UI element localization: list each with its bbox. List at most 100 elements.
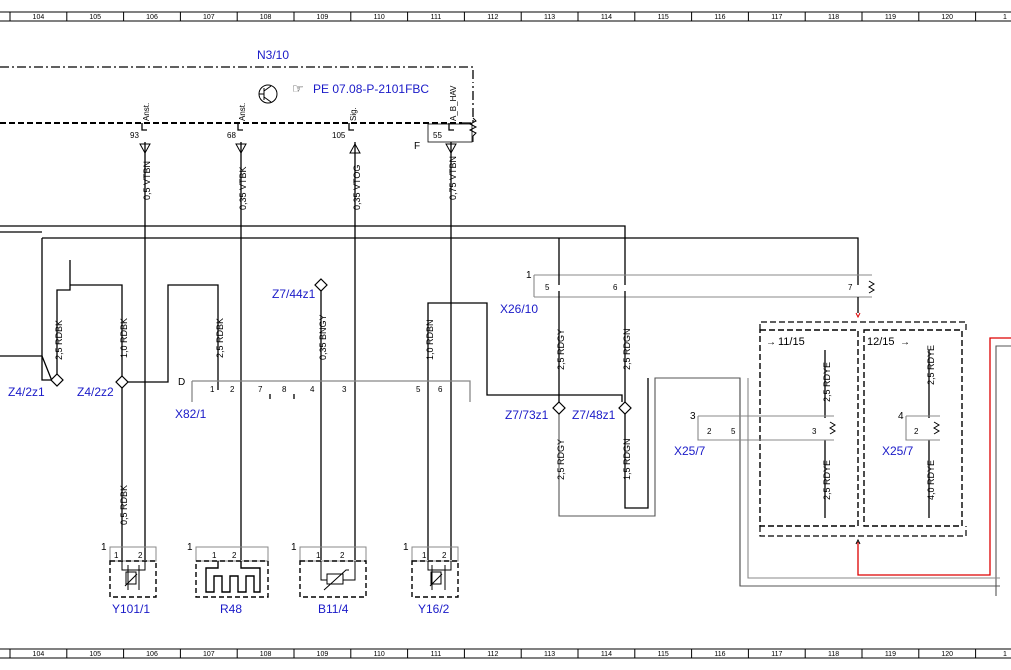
wire-label: 0,5 VTBN — [142, 161, 152, 200]
connector-x82-1: D X82/1 1 2 7 8 4 3 5 6 — [175, 377, 471, 421]
pin-tag: Anst. — [142, 103, 151, 121]
ruler-column-label: 110 — [374, 14, 385, 21]
ruler-column-label: 110 — [374, 651, 385, 658]
ruler-column-label: 119 — [885, 651, 896, 658]
control-unit-label: N3/10 — [257, 48, 289, 62]
valve-icon — [121, 561, 146, 590]
pin-label: 2 — [232, 551, 237, 560]
splice-z7-44z1-group: Z7/44z1 0,35 BNGY — [272, 278, 328, 560]
connector-label: X82/1 — [175, 407, 207, 421]
wire-label: 0,75 VTBN — [448, 156, 458, 200]
pin-label: 2 — [230, 385, 235, 394]
wire-label: 2,5 RDYE — [822, 362, 832, 402]
temperature-sensor-icon — [320, 561, 356, 591]
pin-number: 55 — [433, 131, 442, 140]
ruler-column-label: 114 — [601, 14, 612, 21]
pin-number: 68 — [227, 131, 236, 140]
component-y101-1[interactable]: 1 1 2 Y101/1 — [101, 542, 157, 616]
pointing-hand-icon: ☞ — [292, 81, 304, 96]
wire-label: 1,0 RDBK — [119, 318, 129, 358]
pin-label: 2 — [914, 427, 919, 436]
component-number: 1 — [403, 542, 409, 553]
pin-label: 1 — [212, 551, 217, 560]
signal-wires: 0,5 VTBN 0,35 VTBK 0,35 VTOG 0,75 VTBN — [139, 142, 458, 560]
component-b11-4[interactable]: 1 1 2 B11/4 — [291, 542, 367, 616]
wire-label: 0,35 VTOG — [352, 165, 362, 210]
wire-label: 2,5 RDYE — [926, 345, 936, 385]
pin-label: 3 — [342, 385, 347, 394]
ruler-column-label: 114 — [601, 651, 612, 658]
ruler-column-label: 112 — [487, 14, 498, 21]
wire-label: 2,5 RDBK — [54, 320, 64, 360]
ruler-column-label: 115 — [658, 651, 669, 658]
pin-label: 7 — [258, 385, 263, 394]
wire-label: 0,35 BNGY — [318, 314, 328, 360]
ruler-column-label: 109 — [317, 651, 329, 658]
pin-number: 93 — [130, 131, 139, 140]
control-unit-n3-10: N3/10 ☞ PE 07.08-P-2101FBC F — [0, 48, 478, 152]
splice-label: Z4/2z2 — [77, 385, 114, 399]
wire-label: 4,0 RDYE — [926, 460, 936, 500]
pin-number: 105 — [332, 131, 346, 140]
fuse-block-label: 12/15 — [867, 336, 895, 348]
pin-55: 55 A_B_HAV — [433, 85, 458, 140]
ruler-column-label: 109 — [317, 14, 329, 21]
ruler-column-label: 1 — [1003, 14, 1007, 21]
ruler-column-label: 104 — [33, 14, 45, 21]
ruler-column-label: 107 — [203, 14, 215, 21]
connector-x25-7-a: 3 X25/7 2 5 3 — [674, 411, 836, 458]
ruler-column-label: 108 — [260, 651, 272, 658]
connector-x26-10: 1 X26/10 5 6 7 — [500, 270, 875, 316]
wire-label: 2,5 RDBK — [215, 318, 225, 358]
ruler-column-label: 118 — [828, 651, 839, 658]
arrow-right-icon: → — [766, 337, 776, 348]
fuse-block-11-15 — [759, 329, 859, 527]
pin-label: 5 — [416, 385, 421, 394]
connector-number: 1 — [526, 270, 532, 281]
pin-label: 1 — [422, 551, 427, 560]
pin-label: 1 — [210, 385, 215, 394]
splice-z4-2z1 — [50, 373, 64, 387]
pin-label: 5 — [731, 427, 736, 436]
wire-label: 2,5 RDGY — [556, 439, 566, 480]
wires-rdgy-rdgn: Z7/73z1 Z7/48z1 2,5 RDGY 2,5 RDGN 2,5 RD… — [505, 238, 1000, 587]
splice-wires-left: 2,5 RDBK 1,0 RDBK 2,5 RDBK 0,5 RDBK Z4/2… — [8, 260, 225, 560]
ruler-column-label: 105 — [89, 651, 101, 658]
connector-letter: D — [178, 377, 185, 388]
ruler-column-label: 107 — [203, 651, 215, 658]
fuse-block-12-15 — [863, 329, 963, 527]
ruler-column-label: 116 — [714, 14, 725, 21]
splice-label: Z7/44z1 — [272, 287, 316, 301]
component-y16-2[interactable]: 1 1 2 Y16/2 — [403, 542, 459, 616]
splice-label: Z7/73z1 — [505, 408, 549, 422]
ruler-column-label: 119 — [885, 14, 896, 21]
component-r48[interactable]: 1 1 2 R48 — [187, 542, 269, 616]
ruler-column-label: 104 — [33, 651, 45, 658]
fuse-block-area: → 11/15 12/15 → 2,5 RDYE 2,5 RDYE 2,5 RD… — [739, 297, 1011, 596]
reference-document[interactable]: PE 07.08-P-2101FBC — [313, 82, 429, 96]
wire-label: 1,5 RDGN — [622, 438, 632, 480]
pin-label: 2 — [442, 551, 447, 560]
ruler-column-label: 105 — [89, 14, 101, 21]
ruler-column-label: 113 — [544, 14, 555, 21]
pin-label: 4 — [310, 385, 315, 394]
ruler-column-label: 117 — [771, 14, 782, 21]
component-number: 1 — [101, 542, 107, 553]
splice-label: Z7/48z1 — [572, 408, 616, 422]
ruler-column-label: 111 — [431, 14, 442, 21]
component-label: Y101/1 — [112, 602, 150, 616]
ruler-column-label: 106 — [146, 651, 158, 658]
pin-label: 5 — [545, 283, 550, 292]
component-label: B11/4 — [318, 602, 349, 616]
pin-label: 6 — [613, 283, 618, 292]
ruler-column-label: 118 — [828, 14, 839, 21]
connector-label: X26/10 — [500, 302, 538, 316]
supply-bus — [0, 225, 859, 382]
component-number: 1 — [187, 542, 193, 553]
ruler-column-label: 111 — [431, 651, 442, 658]
ruler-column-label: 106 — [146, 14, 158, 21]
pin-label: 6 — [438, 385, 443, 394]
connector-x25-7-b: 4 X25/7 2 — [882, 411, 940, 458]
